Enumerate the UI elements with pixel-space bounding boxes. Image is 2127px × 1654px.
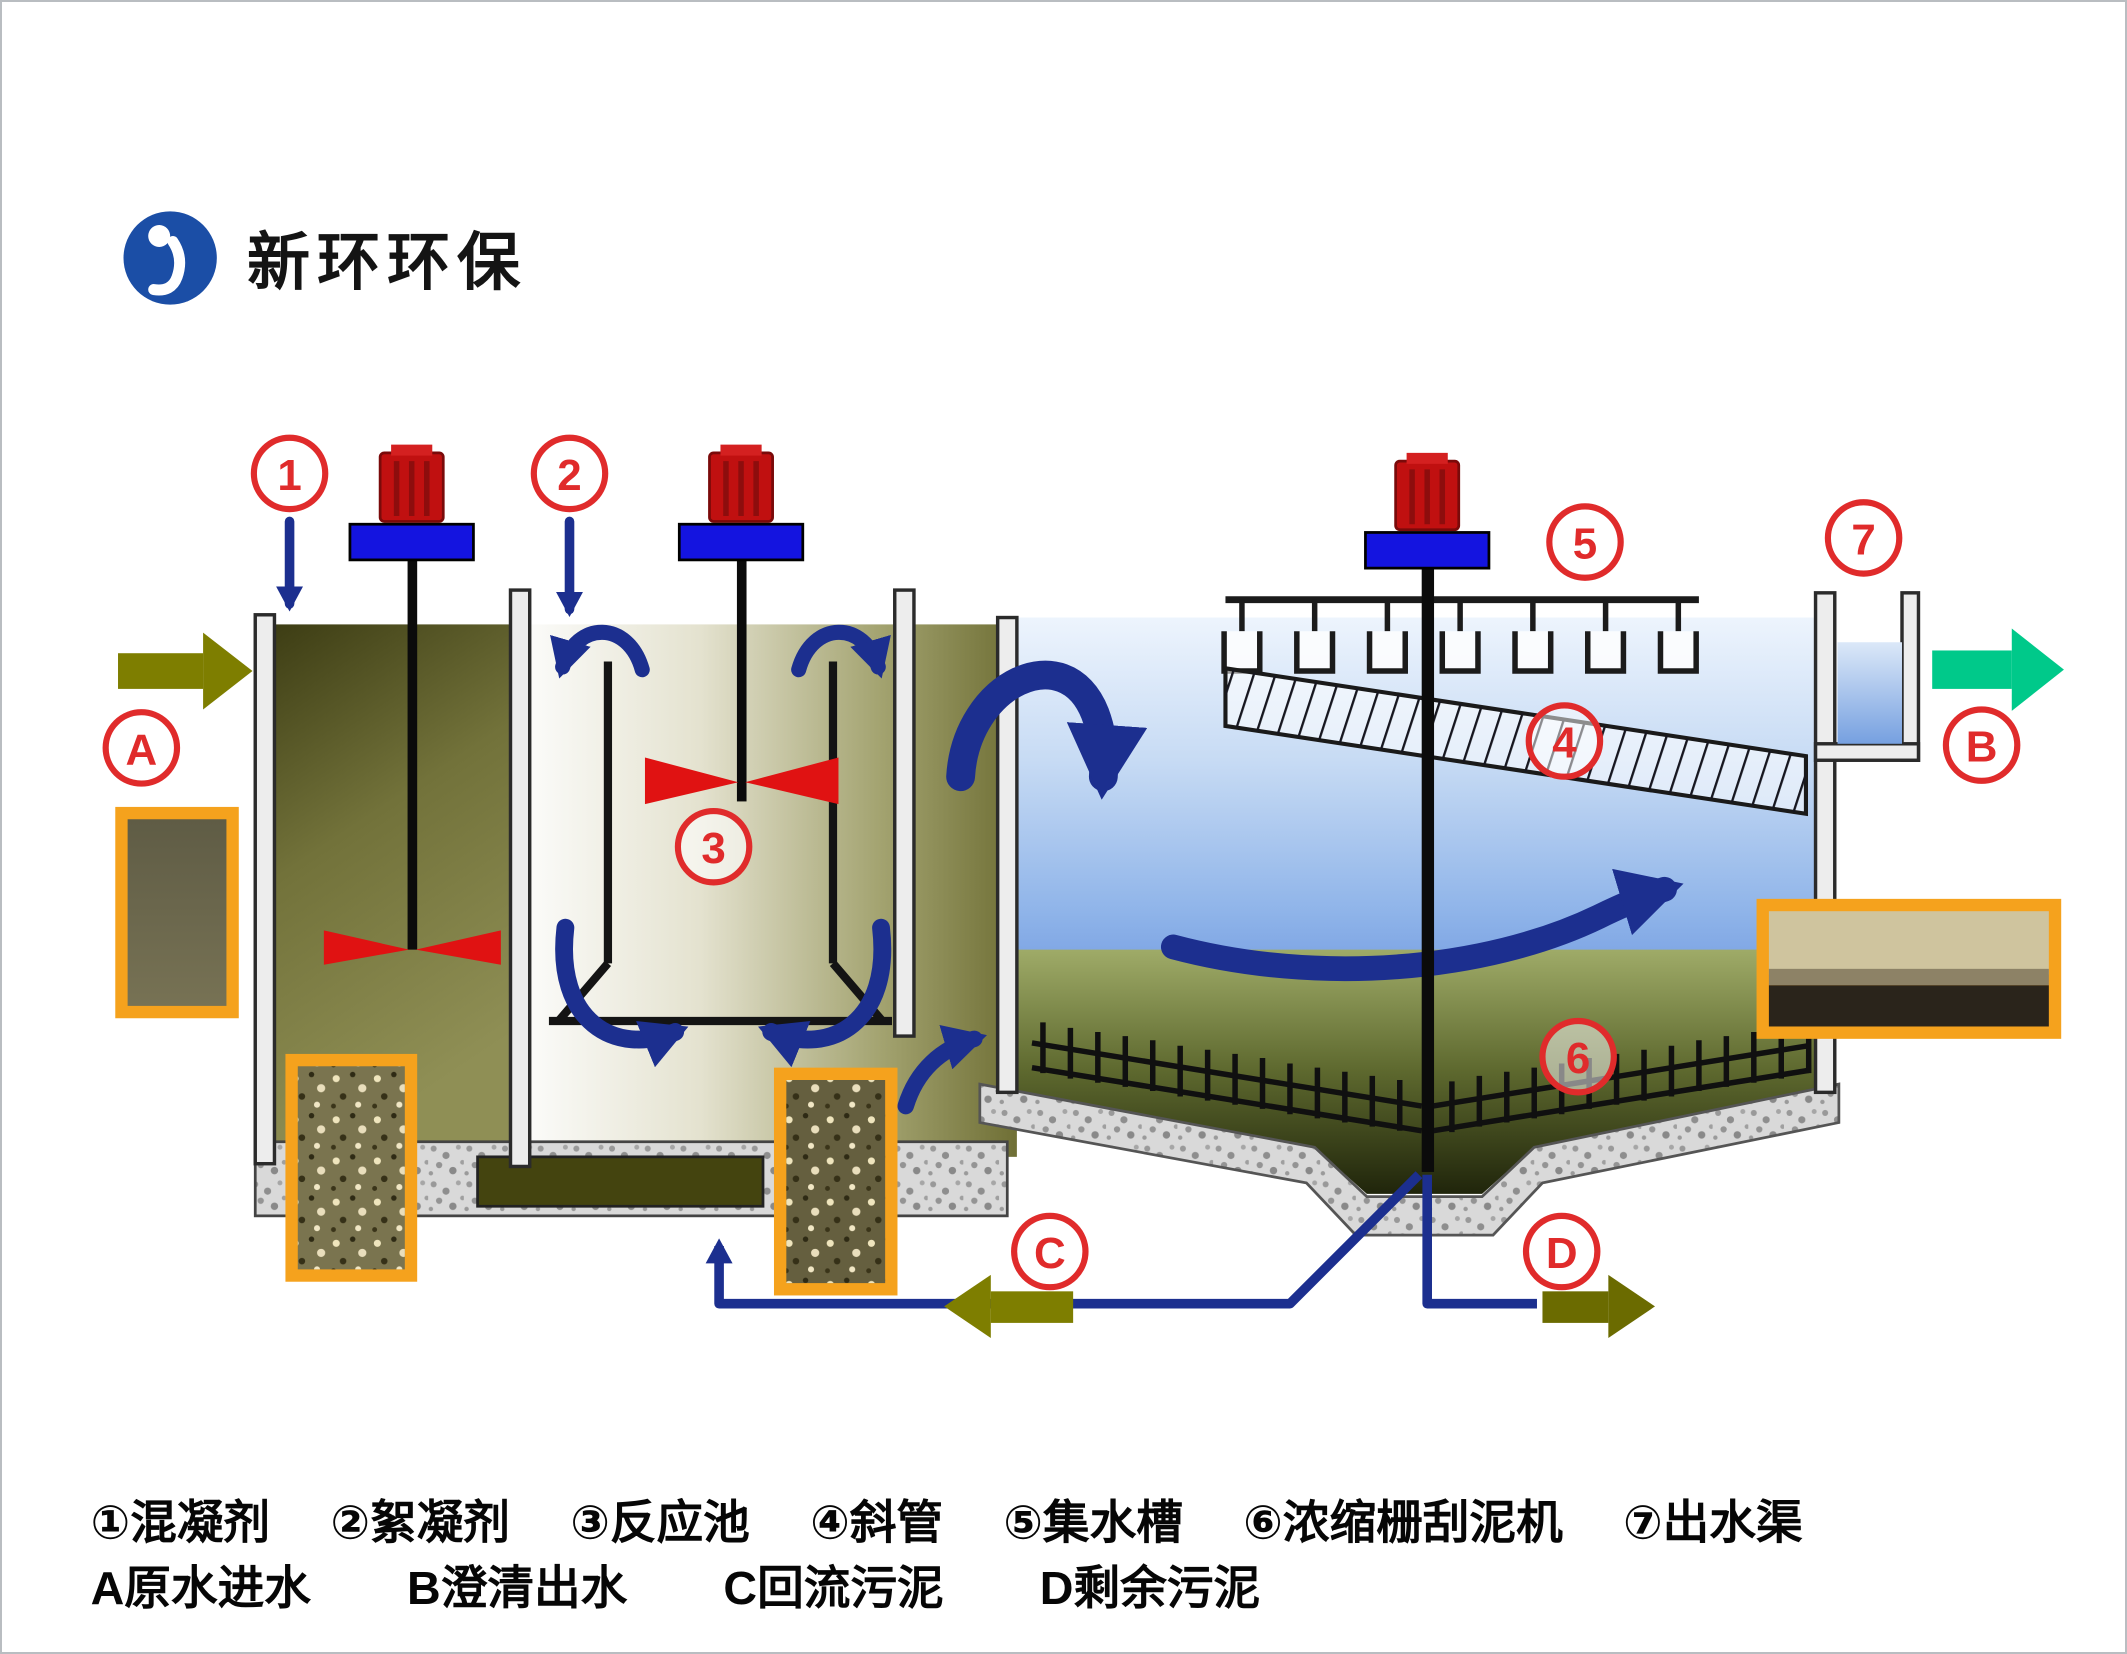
photo-sludge-blanket (1756, 898, 2062, 1039)
legend-item-6: ⑥浓缩栅刮泥机 (1243, 1490, 1562, 1556)
legend-label: 回流污泥 (757, 1563, 944, 1616)
legend-label: 混凝剂 (130, 1497, 271, 1550)
legend-badge: D (1039, 1563, 1074, 1616)
legend-label: 原水进水 (124, 1563, 311, 1616)
photo-raw-water (115, 806, 239, 1019)
svg-text:1: 1 (277, 451, 301, 500)
svg-text:2: 2 (557, 451, 581, 500)
motor-mount (677, 522, 805, 562)
legend-badge: ① (90, 1497, 131, 1550)
svg-text:6: 6 (1566, 1034, 1590, 1083)
marker-B: B (1942, 706, 2021, 784)
marker-4: 4 (1525, 702, 1604, 780)
legend-item-D: D剩余污泥 (1040, 1557, 1260, 1623)
marker-2: 2 (530, 434, 609, 513)
raw-water-arrow (118, 632, 253, 710)
mixer-2 (644, 444, 839, 805)
legend-badge: C (723, 1563, 758, 1616)
legend-label: 斜管 (849, 1497, 944, 1550)
svg-text:B: B (1966, 723, 1998, 772)
svg-text:7: 7 (1851, 515, 1875, 564)
tube-settler (1223, 665, 1809, 817)
collection-troughs (1221, 596, 1699, 674)
outlet-channel-water (1837, 642, 1903, 744)
photo-floc-2 (773, 1067, 898, 1296)
legend-label: 反应池 (609, 1497, 750, 1550)
impeller-icon (745, 757, 839, 805)
legend-badge: ② (330, 1497, 370, 1550)
marker-6: 6 (1539, 1017, 1617, 1096)
bottom-transfer-arrow (897, 1025, 987, 1115)
circulation-arrow (791, 624, 891, 679)
marker-C: C (1011, 1212, 1089, 1291)
flow-arrows (276, 516, 1148, 1115)
legend-label: 出水渠 (1662, 1497, 1803, 1550)
legend-badge: B (406, 1563, 441, 1616)
svg-text:4: 4 (1552, 719, 1577, 768)
svg-text:3: 3 (701, 824, 725, 873)
marker-D: D (1522, 1212, 1601, 1291)
brand-logo-icon (123, 211, 217, 305)
clarifier-sludge-layer (1018, 949, 1815, 1194)
photo-floc-1 (285, 1053, 418, 1282)
legend-item-C: C回流污泥 (723, 1557, 943, 1623)
reaction-tank-water (529, 624, 1017, 1157)
sludge-scraper (1031, 1022, 1812, 1134)
marker-A: A (102, 709, 181, 787)
legend-item-2: ②絮凝剂 (330, 1490, 509, 1556)
clarifier-concrete-base (978, 1082, 1841, 1237)
impeller-icon (644, 757, 739, 805)
impeller-icon (415, 930, 501, 965)
svg-text:5: 5 (1573, 520, 1597, 569)
brand-logo: 新环环保 (121, 209, 527, 308)
impeller-icon (323, 930, 409, 965)
legend-badge: ③ (570, 1497, 610, 1550)
legend-label: 集水槽 (1042, 1497, 1183, 1550)
marker-7: 7 (1824, 499, 1903, 577)
circulation-arrow (758, 918, 892, 1068)
marker-3: 3 (674, 807, 753, 886)
clear-water-arrow (1932, 628, 2064, 711)
motor-mount (348, 522, 475, 562)
mixer-1 (323, 444, 501, 965)
motor-mount (1364, 531, 1491, 570)
legend-badge: ⑥ (1243, 1497, 1283, 1550)
legend-badge: ⑤ (1003, 1497, 1043, 1550)
circulation-arrow (555, 918, 689, 1068)
draft-tube (548, 661, 892, 1026)
svg-text:A: A (125, 725, 157, 774)
legend-label: 浓缩栅刮泥机 (1282, 1497, 1563, 1550)
transfer-arrow (946, 660, 1148, 800)
legend-item-A: A原水进水 (91, 1557, 311, 1623)
legend-item-B: B澄清出水 (407, 1557, 627, 1623)
svg-text:D: D (1546, 1229, 1578, 1278)
clarifier-drive (1364, 452, 1491, 1172)
legend-badge: ⑦ (1623, 1497, 1663, 1550)
legend-item-4: ④斜管 (810, 1490, 943, 1556)
legend-label: 澄清出水 (440, 1563, 628, 1616)
legend-row-letters: A原水进水 B澄清出水 C回流污泥 D剩余污泥 (91, 1557, 1803, 1623)
marker-1: 1 (250, 434, 329, 513)
legend-item-7: ⑦出水渠 (1623, 1490, 1802, 1556)
diagram-legend: ①混凝剂 ②絮凝剂 ③反应池 ④斜管 ⑤集水槽 ⑥浓缩栅刮泥机 ⑦出水渠 A原水… (91, 1490, 1803, 1622)
legend-label: 絮凝剂 (369, 1497, 510, 1550)
legend-item-5: ⑤集水槽 (1003, 1490, 1182, 1556)
brand-name: 新环环保 (247, 226, 527, 298)
legend-item-1: ①混凝剂 (91, 1490, 270, 1556)
circulation-arrow (550, 624, 650, 679)
legend-row-numbers: ①混凝剂 ②絮凝剂 ③反应池 ④斜管 ⑤集水槽 ⑥浓缩栅刮泥机 ⑦出水渠 (91, 1490, 1803, 1556)
waste-sludge-arrow (1542, 1274, 1655, 1338)
return-sludge-arrow (944, 1274, 1074, 1338)
legend-badge: ④ (810, 1497, 850, 1550)
marker-5: 5 (1546, 503, 1624, 581)
legend-badge: A (90, 1563, 125, 1616)
legend-item-3: ③反应池 (570, 1490, 749, 1556)
legend-label: 剩余污泥 (1073, 1563, 1261, 1616)
clarifier-flow-arrow (1160, 868, 1684, 981)
svg-text:C: C (1034, 1229, 1066, 1278)
